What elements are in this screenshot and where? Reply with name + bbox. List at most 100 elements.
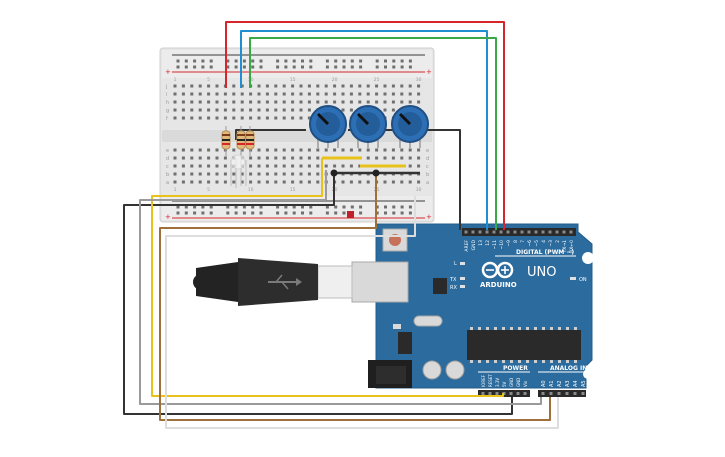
rail-hole — [392, 211, 396, 215]
breadboard-hole — [265, 84, 269, 88]
breadboard-hole — [240, 92, 244, 96]
breadboard-hole — [257, 180, 261, 184]
breadboard-hole — [417, 84, 421, 88]
breadboard-hole — [198, 92, 202, 96]
wire-blue-pin10[interactable] — [240, 30, 488, 230]
rail-hole — [359, 211, 363, 215]
breadboard-hole — [333, 100, 337, 104]
digital-pwm-label: DIGITAL (PWM ~) — [516, 249, 574, 256]
wire-gray-a0[interactable] — [139, 170, 542, 405]
rgb-led[interactable] — [230, 154, 247, 188]
chip-pin — [486, 360, 489, 363]
breadboard-hole — [349, 148, 353, 152]
digital-pin-label: RX←0 — [569, 240, 575, 253]
breadboard-hole — [274, 156, 278, 160]
wire-junction — [330, 169, 338, 177]
breadboard-hole — [181, 164, 185, 168]
resistor-3[interactable] — [245, 126, 255, 156]
breadboard-hole — [282, 156, 286, 160]
breadboard-hole — [215, 100, 219, 104]
breadboard-hole — [240, 108, 244, 112]
chip-pin — [534, 360, 537, 363]
breadboard-hole — [408, 84, 412, 88]
breadboard-hole — [257, 164, 261, 168]
breadboard-hole — [400, 100, 404, 104]
breadboard-hole — [240, 180, 244, 184]
column-number: 10 — [248, 187, 254, 193]
breadboard-hole — [282, 84, 286, 88]
wire-green-pin9[interactable] — [249, 37, 497, 230]
breadboard-hole — [207, 84, 211, 88]
rail-hole — [309, 211, 313, 215]
breadboard-hole — [257, 116, 261, 120]
resistor-2[interactable] — [236, 126, 246, 156]
breadboard-hole — [299, 148, 303, 152]
resistor-1[interactable] — [221, 126, 231, 156]
breadboard-hole — [282, 100, 286, 104]
chip-pins — [470, 327, 577, 363]
arduino-brand: ARDUINO — [480, 281, 517, 289]
chip-pin — [478, 360, 481, 363]
wire-yellow-5v[interactable] — [151, 158, 504, 397]
breadboard-hole — [324, 100, 328, 104]
header-pin — [485, 230, 489, 234]
power-pin-label: 3.3V — [495, 378, 500, 387]
breadboard-hole — [257, 100, 261, 104]
rail-hole — [400, 65, 404, 69]
center-channel — [162, 130, 432, 142]
potentiometers[interactable] — [309, 105, 429, 148]
breadboard-hole — [324, 164, 328, 168]
usb-cable[interactable] — [193, 258, 409, 306]
breadboard-hole — [181, 180, 185, 184]
resistors[interactable] — [221, 126, 255, 156]
breadboard-hole — [282, 108, 286, 112]
breadboard-hole — [249, 172, 253, 176]
digital-pin-label: AREF — [464, 240, 470, 252]
chip-pin — [494, 327, 497, 330]
breadboard-hole — [215, 116, 219, 120]
breadboard-hole — [408, 100, 412, 104]
rail-hole — [325, 65, 329, 69]
rail-hole — [259, 205, 263, 209]
rail-hole — [400, 59, 404, 63]
wire-red-pin8[interactable] — [225, 21, 505, 230]
header-pin — [492, 230, 496, 234]
breadboard-hole — [173, 100, 177, 104]
breadboard-hole — [257, 148, 261, 152]
potentiometer-1[interactable] — [309, 105, 347, 148]
wire-black-resistor[interactable] — [235, 129, 306, 140]
rail-hole — [408, 65, 412, 69]
potentiometer-2[interactable] — [349, 105, 387, 148]
row-letter: j — [165, 84, 167, 90]
voltage-regulator — [398, 332, 412, 354]
header-pin — [506, 230, 510, 234]
breadboard-hole — [316, 100, 320, 104]
rail-hole — [359, 65, 363, 69]
header-pin — [499, 230, 503, 234]
potentiometer-3[interactable] — [391, 105, 429, 148]
breadboard-hole — [207, 164, 211, 168]
rail-hole — [292, 65, 296, 69]
breadboard-hole — [316, 156, 320, 160]
breadboard-hole — [299, 180, 303, 184]
breadboard-hole — [173, 164, 177, 168]
rail-hole — [226, 205, 230, 209]
rail-hole — [276, 59, 280, 63]
breadboard-hole — [181, 116, 185, 120]
breadboard-hole — [265, 180, 269, 184]
row-letter: d — [426, 156, 429, 162]
breadboard-hole — [249, 92, 253, 96]
breadboard-hole — [190, 116, 194, 120]
rail-plus-label-top-right: + — [426, 68, 432, 76]
rail-hole — [384, 59, 387, 63]
digital-pin-label: 7 — [520, 240, 526, 243]
breadboard-hole — [173, 92, 177, 96]
rail-hole — [201, 65, 205, 69]
breadboard-hole — [274, 116, 278, 120]
wire-brown-a1[interactable] — [159, 173, 551, 421]
wire-black-gnd[interactable] — [123, 173, 513, 415]
wire-white-a2[interactable] — [165, 196, 559, 429]
rail-hole — [176, 59, 180, 63]
